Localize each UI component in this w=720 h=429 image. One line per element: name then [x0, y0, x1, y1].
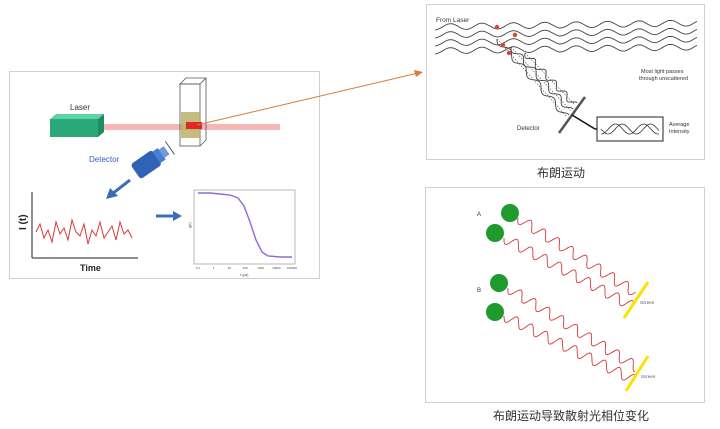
scattered-waves	[496, 38, 578, 118]
detector-connector	[571, 114, 596, 130]
correlation-tick-label: 100	[242, 266, 247, 270]
scattered-wave	[510, 47, 574, 110]
average-intensity-wave	[600, 123, 660, 135]
scattering-particles	[494, 24, 518, 56]
sample-cuvette	[179, 77, 207, 147]
scattered-wave	[496, 38, 570, 116]
correlation-plot-frame	[193, 189, 296, 265]
average-intensity-waves	[600, 123, 660, 135]
unscattered-wave	[434, 35, 698, 47]
scattering-waves-panel: From Laser Most light passes through uns…	[426, 4, 705, 160]
scattered-wave-guide	[510, 46, 572, 112]
time-axis-label: Time	[80, 263, 101, 273]
unscattered-wave	[434, 19, 698, 31]
connector-arrow-head	[414, 70, 423, 77]
scattered-wave-guide	[496, 38, 568, 118]
laser-icon	[50, 114, 104, 137]
label-b: B	[477, 288, 481, 294]
correlation-plot: 0.1 1 10 100 1000 10000 100000 g(τ) τ (μs)	[188, 189, 297, 277]
intensity-plot: I (t) Time	[18, 192, 138, 273]
correlation-tick-label: 1000	[257, 266, 264, 270]
correlation-tick-labels: 0.1 1 10 100 1000 10000 100000	[196, 266, 297, 270]
label-a: A	[477, 212, 481, 218]
scattered-light-ray	[507, 287, 636, 373]
particles-b	[486, 274, 508, 321]
average-label-line2: Intensity	[669, 129, 690, 135]
intensity-signal-line	[35, 218, 133, 245]
arrow-detector-to-signal	[106, 178, 131, 199]
correlation-curve	[198, 192, 292, 258]
screen-label-2: Screen	[641, 374, 656, 379]
scattered-light-rays	[503, 217, 636, 381]
screen-b	[624, 355, 650, 392]
phase-shift-panel: A B Screen Screen	[425, 187, 705, 403]
unscattered-wave	[434, 43, 698, 55]
unscattered-label-line1: Most light passes	[641, 69, 684, 75]
scattering-particle	[512, 32, 518, 38]
caption-phase-change: 布朗运动导致散射光相位变化	[493, 409, 650, 423]
correlation-tick-label: 100000	[287, 266, 297, 270]
particle-a1	[501, 204, 519, 222]
arrow-signal-to-correlation	[156, 211, 182, 221]
average-intensity-wave	[600, 123, 660, 135]
detector-label: Detector	[89, 155, 120, 164]
scattering-particle	[500, 42, 506, 48]
particle-a2	[486, 224, 504, 242]
particle-b1	[490, 274, 508, 292]
unscattered-label-line2: through unscattered	[639, 76, 688, 82]
from-laser-label: From Laser	[436, 17, 470, 24]
scattering-particle	[506, 50, 512, 56]
phase-shift-illustration: A B Screen Screen	[477, 204, 656, 392]
screen-label-1: Screen	[640, 300, 655, 305]
average-label-line1: Average	[669, 122, 689, 128]
screen-a	[622, 281, 650, 319]
scattered-wave	[524, 52, 578, 104]
dls-setup-illustration: Laser Detector I (t) Tim	[18, 77, 297, 277]
correlation-tick-label: 10000	[272, 266, 281, 270]
correlation-xlabel: τ (μs)	[240, 273, 248, 277]
scattered-wave-guide	[524, 52, 576, 106]
scattered-light-ray	[503, 315, 636, 381]
scattering-waves-illustration: From Laser Most light passes through uns…	[434, 17, 698, 142]
scattering-particle	[494, 24, 500, 30]
particle-b2	[486, 303, 504, 321]
scattered-light-ray	[503, 238, 634, 307]
average-intensity-box	[596, 116, 664, 142]
detector-label: Detector	[517, 126, 540, 132]
correlation-tick-label: 0.1	[196, 266, 201, 270]
laser-label: Laser	[70, 103, 90, 112]
correlation-ylabel: g(τ)	[188, 222, 192, 228]
dls-setup-panel: Laser Detector I (t) Tim	[9, 71, 320, 279]
intensity-axis-label: I (t)	[18, 214, 29, 230]
unscattered-waves	[434, 19, 698, 55]
correlation-tick-label: 10	[228, 266, 232, 270]
unscattered-wave	[434, 27, 698, 39]
scattered-light-ray	[517, 217, 636, 296]
caption-brownian-motion: 布朗运动	[537, 166, 586, 180]
detector-icon	[131, 141, 175, 179]
correlation-tick-label: 1	[213, 266, 215, 270]
particles-a	[486, 204, 519, 242]
